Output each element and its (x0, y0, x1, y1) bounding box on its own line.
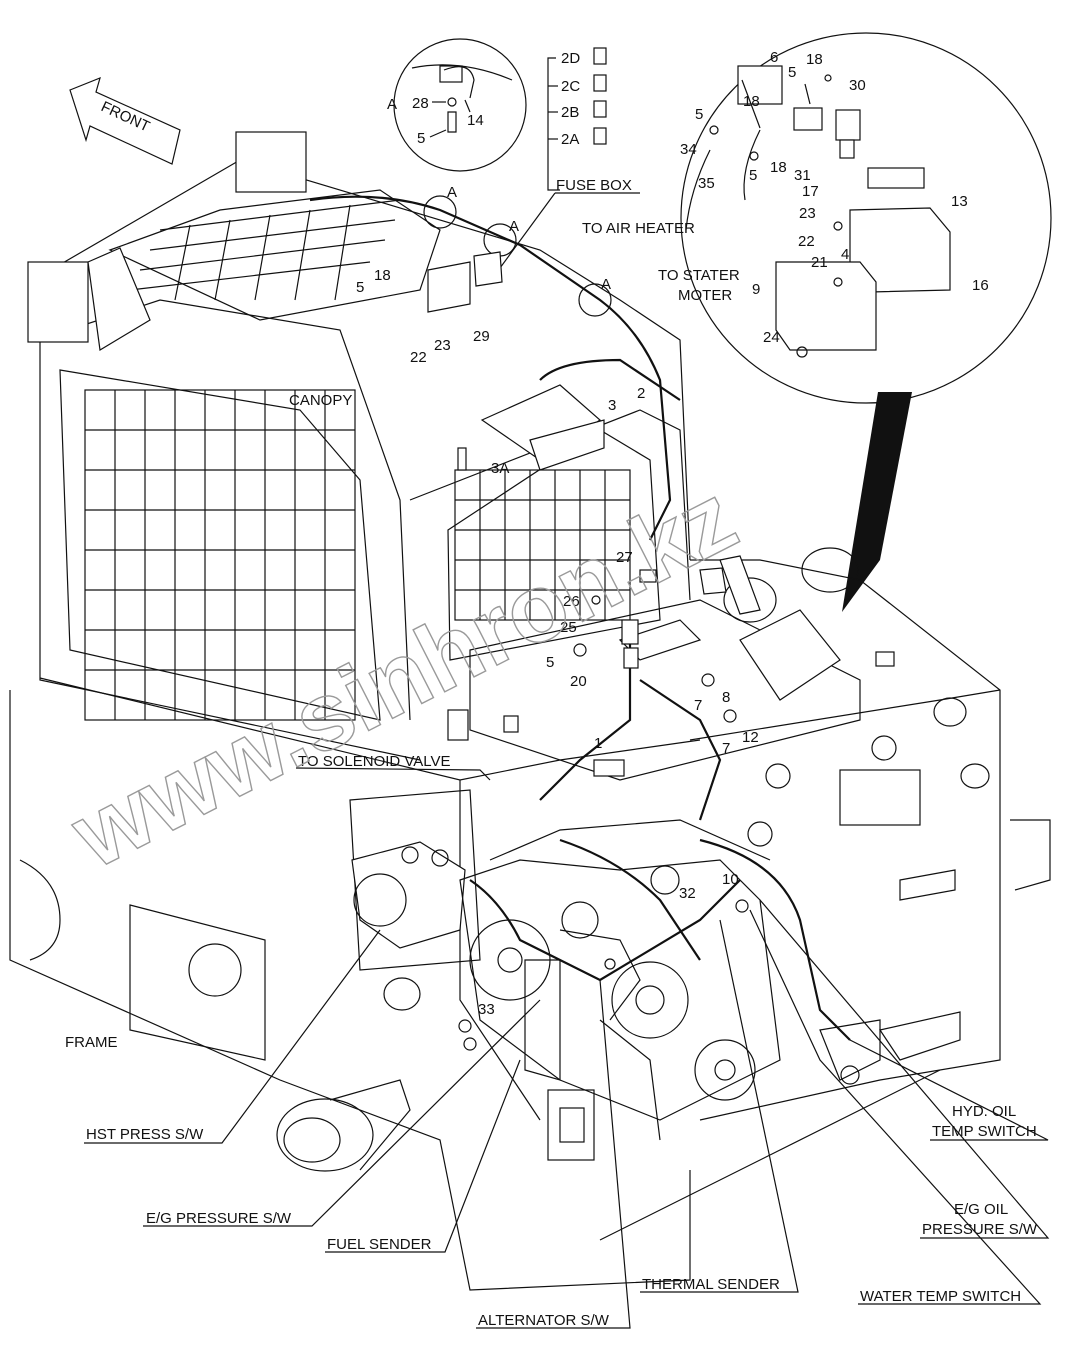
alternator-label: ALTERNATOR S/W (478, 1312, 610, 1329)
rear-grille (454, 469, 631, 621)
to-air-heater-label: TO AIR HEATER (582, 220, 695, 237)
part-number: 5 (695, 106, 703, 123)
part-number: 3A (491, 460, 509, 477)
detail-a-part: 28 (412, 95, 429, 112)
part-number: 17 (802, 183, 819, 200)
part-number: 18 (806, 51, 823, 68)
part-number: 30 (849, 77, 866, 94)
hyd-oil-label: HYD. OIL (952, 1103, 1016, 1120)
part-number: 31 (794, 167, 811, 184)
frame-label: FRAME (65, 1034, 118, 1051)
part-number: 5 (788, 64, 796, 81)
part-number: 2 (637, 385, 645, 402)
part-number: 18 (374, 267, 391, 284)
engine-assembly: 32 10 33 (349, 789, 881, 1141)
part-number: 6 (770, 49, 778, 66)
part-number: 25 (560, 619, 577, 636)
part-number: 18 (743, 93, 760, 110)
eg-oil-label: E/G OIL (954, 1201, 1008, 1218)
canopy-grille (84, 389, 356, 721)
hst-press-label: HST PRESS S/W (86, 1126, 204, 1143)
part-number: 34 (680, 141, 697, 158)
callout-letter: A (601, 276, 611, 293)
fuse-icon (593, 47, 607, 145)
callout-letter: A (509, 218, 519, 235)
detail-a: A 28 14 5 (387, 38, 527, 172)
part-number: 23 (434, 337, 451, 354)
thermal-sender-label: THERMAL SENDER (642, 1276, 780, 1293)
part-number: 3 (608, 397, 616, 414)
canopy: A A A CANOPY 18 5 22 23 29 2 3 3A (27, 131, 691, 761)
detail-a-part: 14 (467, 112, 484, 129)
part-number: 21 (811, 254, 828, 271)
front-arrow: FRONT (69, 76, 181, 165)
part-number: 5 (356, 279, 364, 296)
fuse-2b: 2B (561, 104, 579, 121)
part-number: 12 (742, 729, 759, 746)
fuse-box: 2D 2C 2B 2A FUSE BOX (499, 47, 640, 269)
part-number: 22 (410, 349, 427, 366)
console-harness: 27 26 25 5 20 7 8 7 12 1 TO SOLENOID VAL… (295, 549, 861, 821)
part-number: 20 (570, 673, 587, 690)
part-number: 24 (763, 329, 780, 346)
fuse-box-title: FUSE BOX (556, 177, 632, 194)
to-starter-label: MOTER (678, 287, 732, 304)
frame: FRAME (9, 547, 1051, 1291)
sensor-leaders (84, 899, 1050, 1329)
part-number: 5 (546, 654, 554, 671)
part-number: 23 (799, 205, 816, 222)
part-number: 8 (722, 689, 730, 706)
callout-letter: A (447, 184, 457, 201)
to-solenoid-label: TO SOLENOID VALVE (298, 753, 451, 770)
part-number: 18 (770, 159, 787, 176)
fuse-2d: 2D (561, 50, 580, 67)
to-starter-label: TO STATER (658, 267, 740, 284)
part-number: 16 (972, 277, 989, 294)
part-number: 10 (722, 871, 739, 888)
part-number: 7 (722, 740, 730, 757)
part-number: 13 (951, 193, 968, 210)
part-number: 32 (679, 885, 696, 902)
detail-a-part: 5 (417, 130, 425, 147)
eg-oil-label: PRESSURE S/W (922, 1221, 1038, 1238)
fuse-2a: 2A (561, 131, 579, 148)
engine-detail: 6 18 5 30 5 18 34 5 18 31 35 17 13 23 22… (582, 32, 1052, 612)
water-temp-label: WATER TEMP SWITCH (860, 1288, 1021, 1305)
part-number: 4 (841, 246, 849, 263)
part-number: 22 (798, 233, 815, 250)
part-number: 5 (749, 167, 757, 184)
part-number: 29 (473, 328, 490, 345)
front-label: FRONT (98, 98, 152, 135)
part-number: 7 (694, 697, 702, 714)
part-number: 27 (616, 549, 633, 566)
fuel-sender-label: FUEL SENDER (327, 1236, 432, 1253)
part-number: 35 (698, 175, 715, 192)
part-number: 33 (478, 1001, 495, 1018)
canopy-label: CANOPY (289, 392, 352, 409)
detail-a-letter: A (387, 96, 397, 113)
hyd-oil-label: TEMP SWITCH (932, 1123, 1037, 1140)
fuse-2c: 2C (561, 78, 580, 95)
eg-pressure-label: E/G PRESSURE S/W (146, 1210, 292, 1227)
part-number: 26 (563, 593, 580, 610)
roof-grille (129, 199, 401, 301)
part-number: 1 (594, 735, 602, 752)
part-number: 9 (752, 281, 760, 298)
sensor-labels: HST PRESS S/W E/G PRESSURE S/W FUEL SEND… (86, 1103, 1038, 1329)
watermark: www.sinhron.kz (55, 463, 752, 889)
